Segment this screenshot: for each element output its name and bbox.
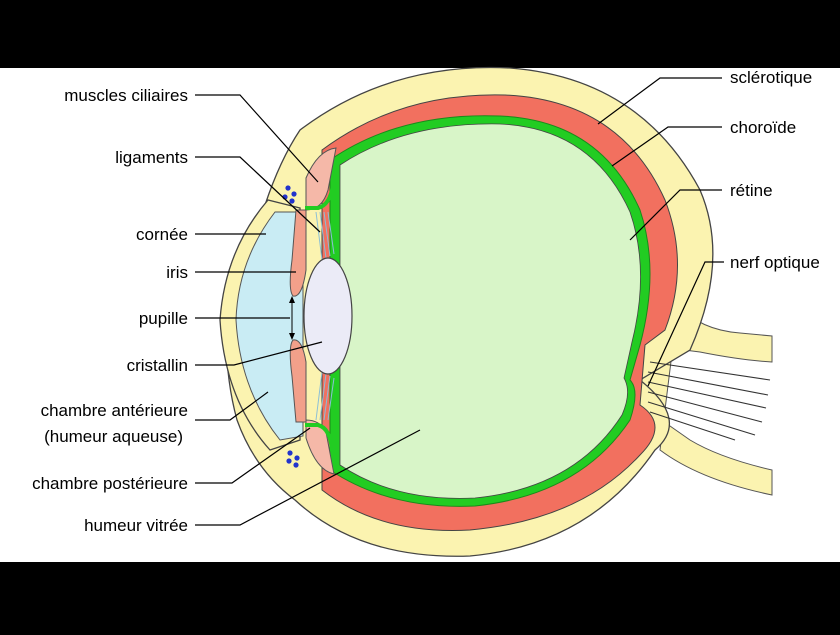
pupil-arrow-head-top	[289, 296, 295, 303]
leader-ligaments	[195, 156, 321, 233]
label-humeur-vitree: humeur vitrée	[84, 516, 188, 535]
ora-serrata-top	[305, 159, 340, 210]
leader-muscles-ciliaires	[195, 94, 319, 183]
label-muscles-ciliaires: muscles ciliaires	[64, 86, 188, 105]
label-pupille: pupille	[139, 309, 188, 328]
optic-nerve-sheath	[639, 303, 773, 496]
lens	[303, 257, 353, 375]
label-cristallin: cristallin	[127, 356, 188, 375]
optic-nerve-fibers	[647, 361, 771, 441]
leader-choroide	[611, 126, 722, 167]
leader-cristallin	[195, 341, 323, 366]
ciliary-dots-bottom	[286, 450, 300, 468]
label-chambre-posterieure: chambre postérieure	[32, 474, 188, 493]
ciliary-dots-top	[282, 185, 297, 204]
vitreous-body	[339, 123, 641, 499]
label-choroide: choroïde	[730, 118, 796, 137]
label-sclerotique: sclérotique	[730, 68, 812, 87]
label-chambre-anterieure: chambre antérieure	[41, 401, 188, 420]
label-retine: rétine	[730, 181, 773, 200]
iris-bottom	[289, 339, 307, 423]
label-ligaments: ligaments	[115, 148, 188, 167]
leader-sclerotique	[597, 77, 722, 125]
leader-chambre-anterieure	[195, 391, 269, 421]
label-cornee: cornée	[136, 225, 188, 244]
leader-retine	[629, 189, 722, 241]
leader-humeur-vitree	[195, 429, 421, 526]
ligaments-fibers	[315, 211, 335, 421]
leader-nerf-optique	[647, 261, 724, 387]
label-nerf-optique: nerf optique	[730, 253, 820, 272]
label-humeur-aqueuse: (humeur aqueuse)	[44, 427, 183, 446]
ora-serrata-bottom	[305, 423, 338, 473]
label-iris: iris	[166, 263, 188, 282]
leader-chambre-posterieure	[195, 427, 311, 484]
anterior-chamber	[235, 211, 304, 441]
pupil-arrow-head-bottom	[289, 333, 295, 340]
